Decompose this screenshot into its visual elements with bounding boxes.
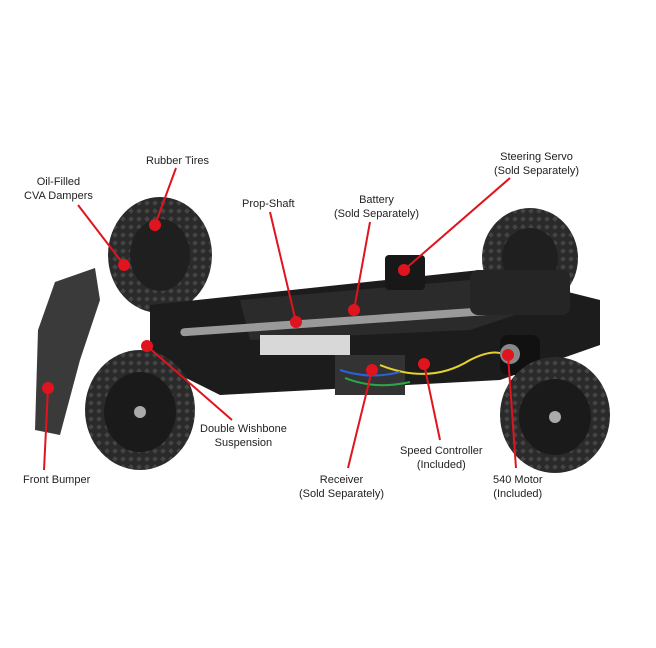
front-bumper-shape	[35, 268, 100, 435]
label-oil-dampers: Oil-Filled CVA Dampers	[24, 175, 93, 203]
label-receiver-line2: (Sold Separately)	[299, 488, 384, 500]
dot-oil-dampers	[118, 259, 130, 271]
front-right-tire	[500, 357, 610, 473]
label-rubber-tires-text: Rubber Tires	[146, 155, 209, 167]
label-oil-dampers-line1: Oil-Filled	[36, 176, 81, 188]
dot-rubber-tires	[149, 219, 161, 231]
dot-battery	[348, 304, 360, 316]
label-540-motor: 540 Motor (Included)	[493, 473, 543, 501]
label-540-motor-line2: (Included)	[493, 488, 543, 500]
label-battery-line1: Battery	[359, 194, 394, 206]
leader-front-bumper	[43, 387, 49, 471]
label-battery: Battery (Sold Separately)	[334, 193, 419, 221]
label-speed-controller-line1: Speed Controller	[400, 445, 483, 457]
label-540-motor-line1: 540 Motor	[493, 474, 543, 486]
label-front-bumper-text: Front Bumper	[23, 474, 91, 486]
label-steering-servo-line2: (Sold Separately)	[494, 165, 579, 177]
leader-prop-shaft	[269, 211, 297, 323]
label-double-wishbone-line1: Double Wishbone	[200, 423, 287, 435]
dot-receiver	[366, 364, 378, 376]
label-speed-controller-line2: (Included)	[416, 459, 466, 471]
label-steering-servo: Steering Servo (Sold Separately)	[494, 150, 579, 178]
label-double-wishbone-line2: Suspension	[214, 437, 273, 449]
label-rubber-tires: Rubber Tires	[146, 154, 209, 168]
label-steering-servo-line1: Steering Servo	[500, 151, 573, 163]
leader-motor	[507, 354, 517, 469]
dot-motor	[502, 349, 514, 361]
rear-left-tire	[108, 197, 212, 313]
leader-speed-controller	[423, 363, 441, 441]
label-speed-controller: Speed Controller (Included)	[400, 444, 483, 472]
leader-steering-servo	[403, 177, 511, 271]
label-front-bumper: Front Bumper	[23, 473, 90, 487]
dot-steering-servo	[398, 264, 410, 276]
leader-double-wishbone	[146, 345, 233, 421]
dot-prop-shaft	[290, 316, 302, 328]
label-prop-shaft-text: Prop-Shaft	[242, 198, 295, 210]
dot-speed-controller	[418, 358, 430, 370]
front-left-tire	[85, 350, 195, 470]
leader-lines	[42, 167, 517, 471]
leader-rubber-tires	[154, 167, 177, 226]
label-prop-shaft: Prop-Shaft	[242, 197, 295, 211]
label-oil-dampers-line2: CVA Dampers	[24, 190, 93, 202]
dot-double-wishbone	[141, 340, 153, 352]
label-battery-line2: (Sold Separately)	[334, 208, 419, 220]
label-receiver: Receiver (Sold Separately)	[299, 473, 384, 501]
dot-front-bumper	[42, 382, 54, 394]
leader-oil-dampers	[77, 204, 125, 266]
label-double-wishbone: Double Wishbone Suspension	[200, 422, 287, 450]
leader-receiver	[347, 369, 373, 469]
leader-battery	[353, 221, 371, 311]
label-receiver-line1: Receiver	[319, 474, 364, 486]
